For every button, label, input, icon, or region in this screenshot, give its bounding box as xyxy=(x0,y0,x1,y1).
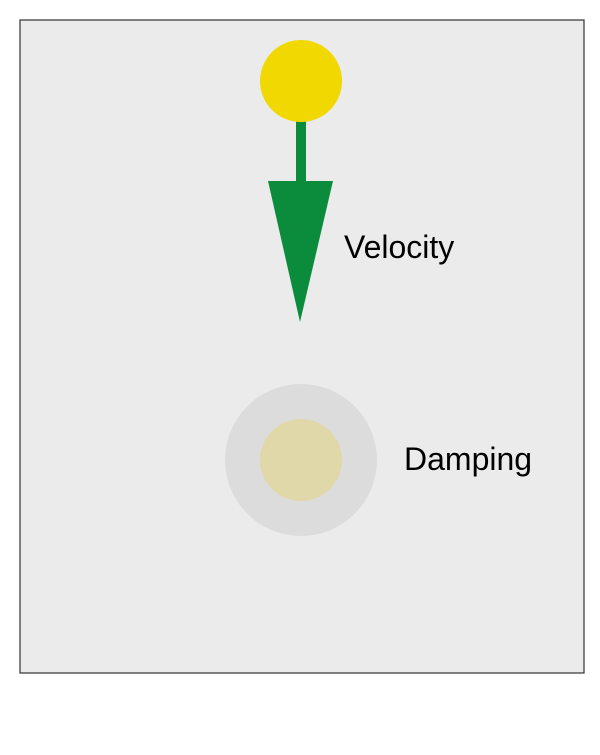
velocity-arrow-shaft xyxy=(296,118,306,190)
ball xyxy=(260,40,342,122)
velocity-arrow-head xyxy=(268,181,333,322)
damping-label: Damping xyxy=(404,441,532,477)
velocity-label: Velocity xyxy=(344,229,454,265)
damping-inner-circle xyxy=(260,419,342,501)
